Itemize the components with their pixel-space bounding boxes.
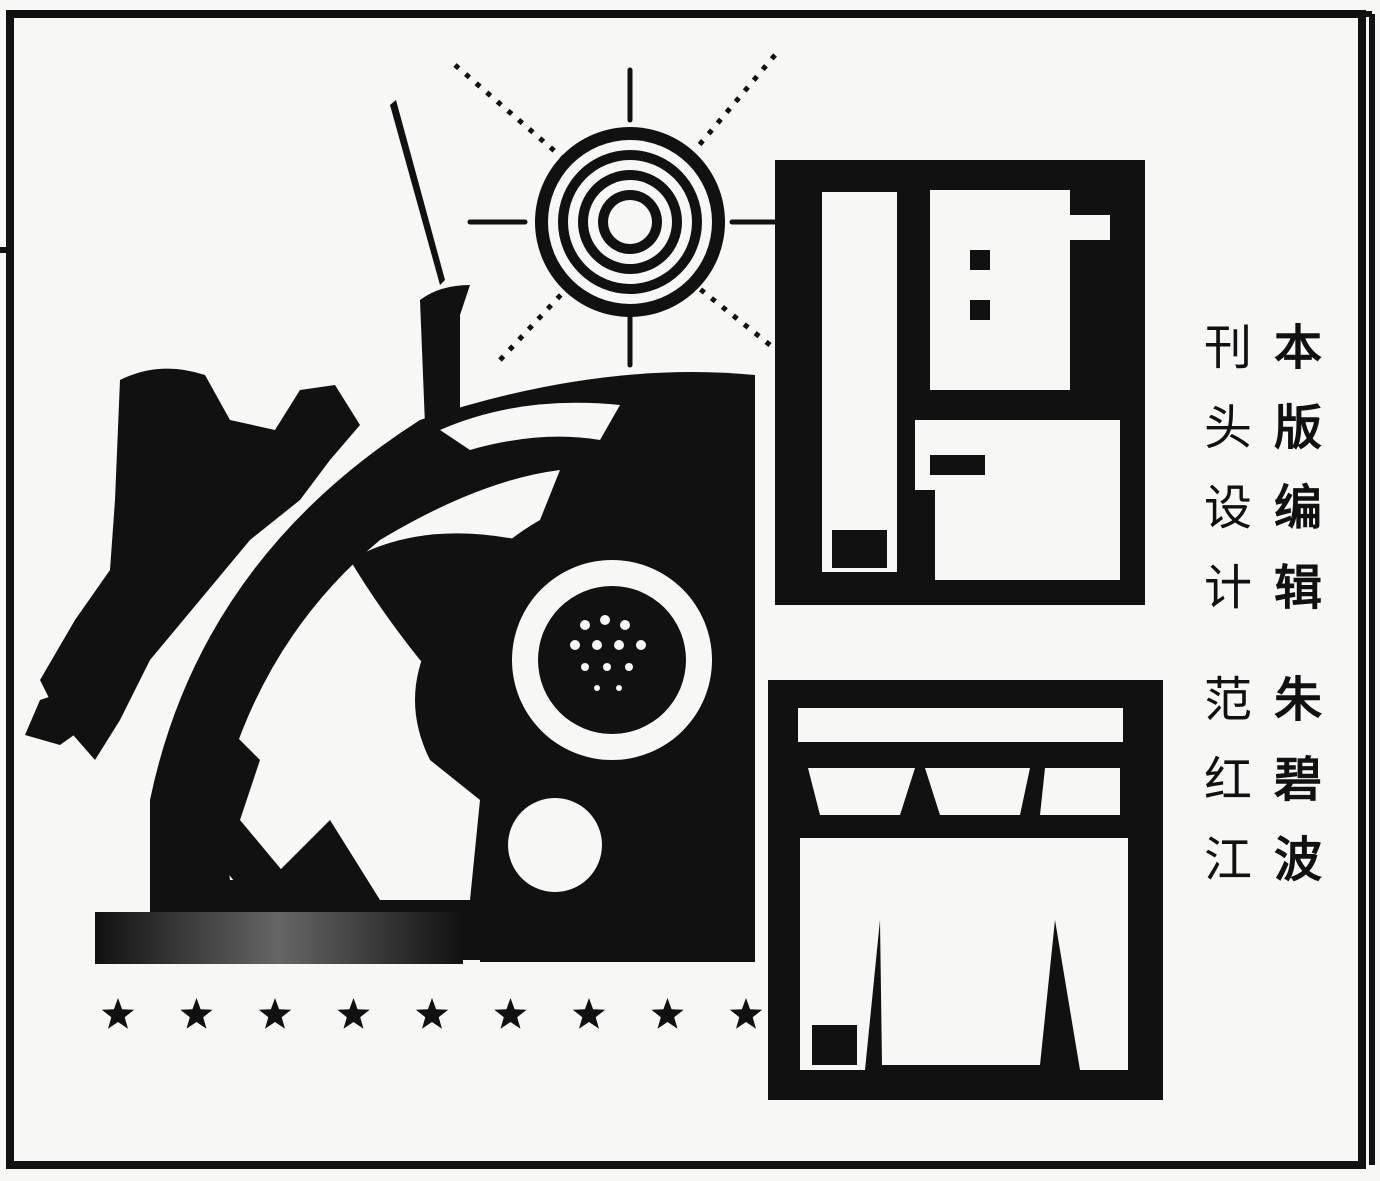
star-icon (651, 998, 684, 1029)
editor-name-char: 碧 (1273, 752, 1322, 808)
stars-row (101, 998, 763, 1029)
sun-rings-icon (453, 53, 778, 368)
horse-rider-icon (25, 100, 470, 900)
masthead-name-column: 范 红 江 (1198, 674, 1258, 914)
star-icon (337, 998, 370, 1029)
star-icon (729, 998, 763, 1029)
frame-border (0, 10, 1375, 1169)
editor-column: 本 版 编 辑 (1268, 322, 1328, 642)
star-icon (101, 998, 135, 1029)
editor-name-column: 朱 碧 波 (1268, 674, 1328, 914)
editor-title-char: 版 (1273, 400, 1322, 456)
masthead-title-char: 计 (1203, 560, 1252, 616)
star-icon (415, 998, 449, 1029)
editor-title-char: 辑 (1273, 560, 1322, 616)
editor-name-char: 波 (1273, 832, 1322, 888)
globe-icon (150, 372, 755, 960)
masthead-column: 刊 头 设 计 (1198, 322, 1258, 642)
masthead-name-char: 红 (1203, 752, 1252, 808)
star-icon (572, 998, 606, 1029)
lower-glyph-box (768, 680, 1163, 1100)
globe-base (480, 900, 755, 962)
masthead-title-char: 设 (1203, 480, 1252, 536)
masthead-title-char: 头 (1203, 400, 1252, 456)
editor-title-char: 本 (1273, 320, 1322, 376)
masthead-title-char: 刊 (1203, 320, 1252, 376)
editor-title-char: 编 (1273, 480, 1322, 536)
masthead-name-char: 范 (1203, 672, 1252, 728)
editor-name-char: 朱 (1273, 672, 1322, 728)
halftone-bar (95, 912, 463, 964)
upper-glyph-box (775, 160, 1145, 605)
star-icon (180, 998, 213, 1029)
star-icon (258, 998, 292, 1029)
credits: 本 版 编 辑 朱 碧 波 刊 头 设 计 范 红 江 (1198, 322, 1348, 886)
masthead-name-char: 江 (1203, 832, 1252, 888)
star-icon (494, 998, 527, 1029)
